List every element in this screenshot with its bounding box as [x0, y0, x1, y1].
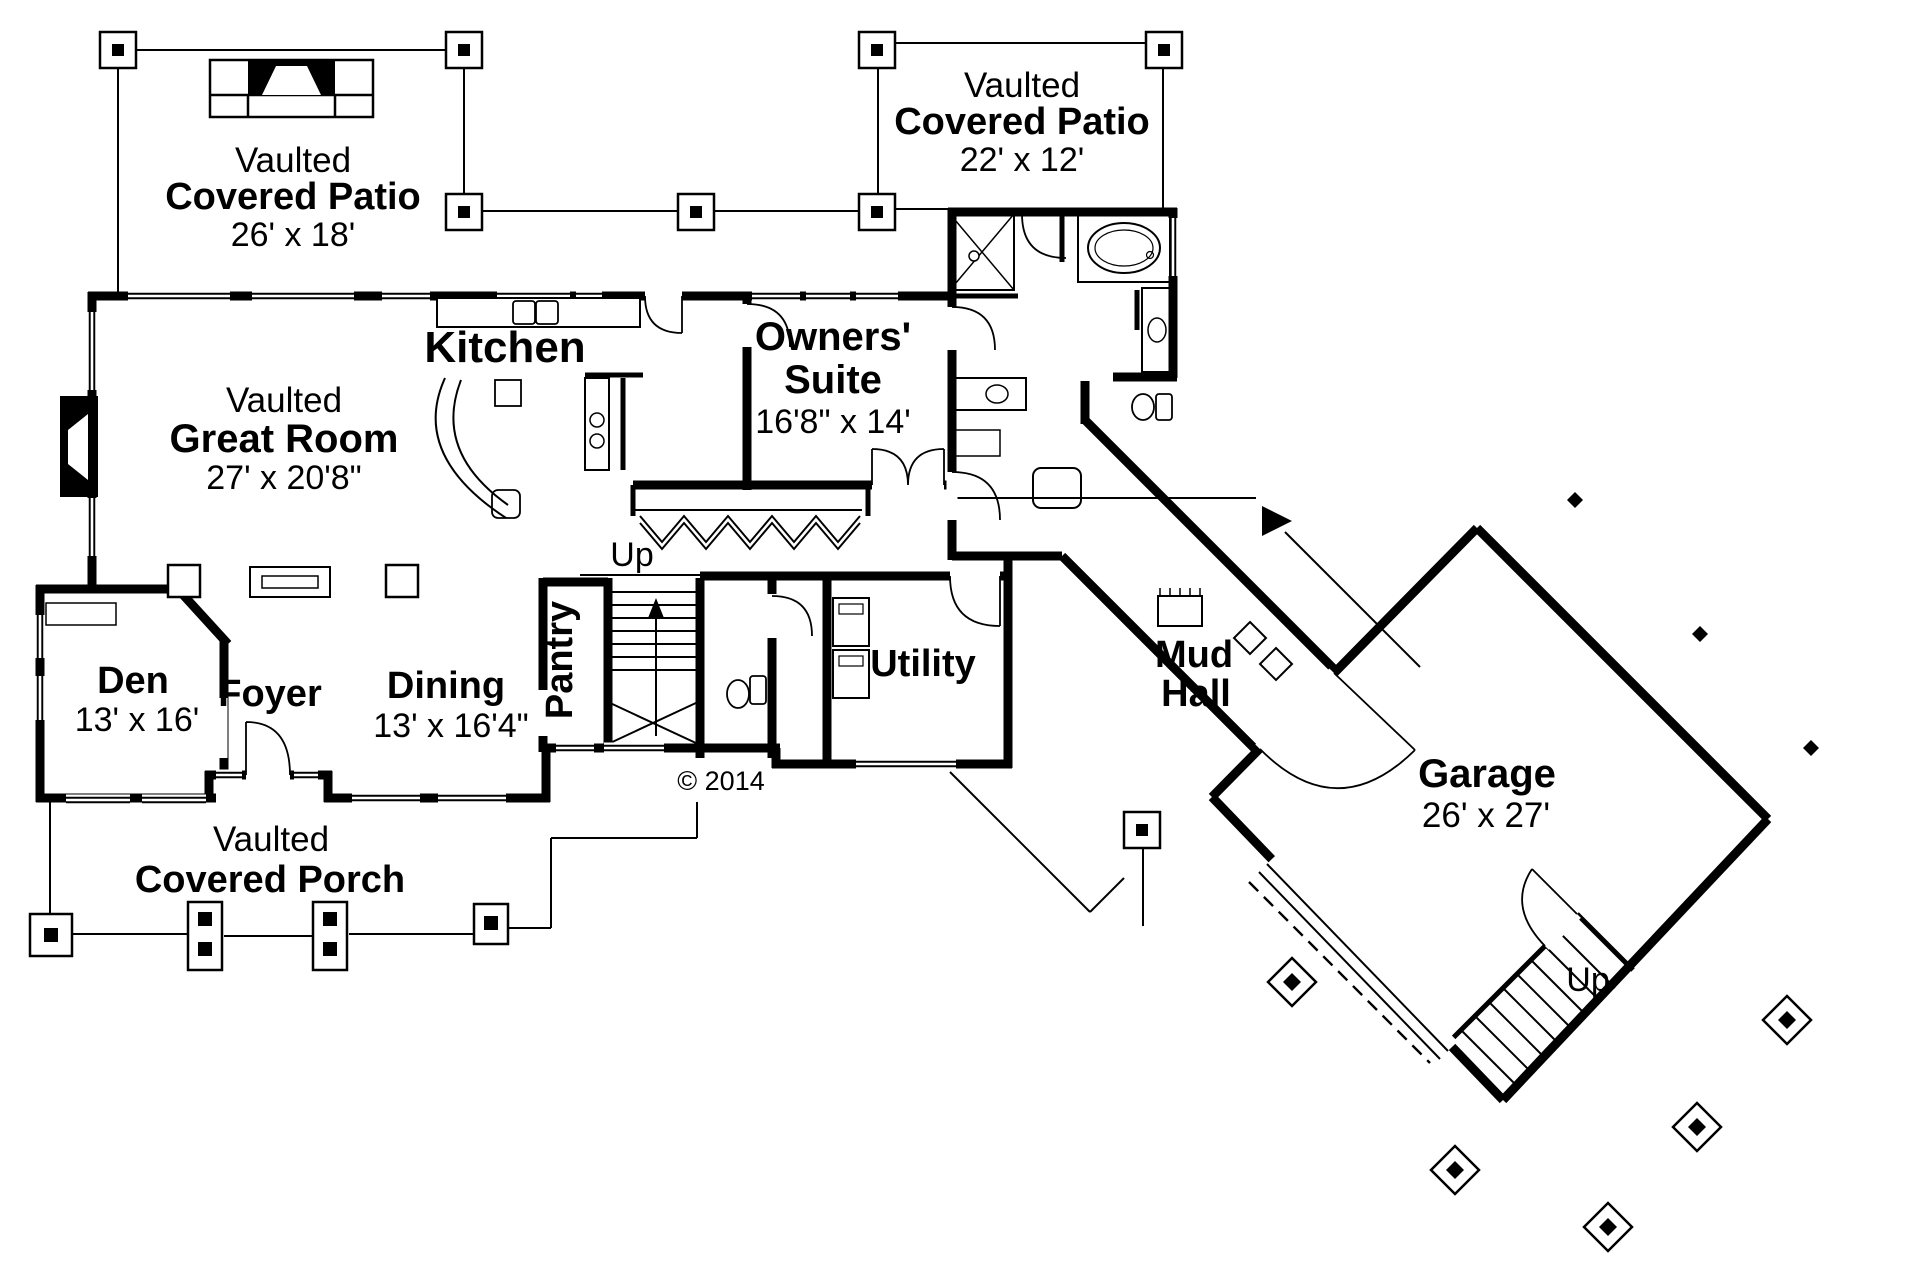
mud-hall-name1: Mud [1155, 634, 1233, 676]
patio-porch-outlines [49, 42, 1421, 937]
powder-toilet [726, 675, 767, 709]
folding-door-zigzag [639, 514, 861, 551]
dining-name: Dining [387, 665, 505, 707]
patio-left-name: Covered Patio [165, 176, 421, 218]
den-name: Den [97, 660, 169, 702]
kitchen-range [584, 377, 610, 471]
dining-dims: 13' x 16'4" [373, 707, 529, 745]
stairs-garage-up: Up [1566, 961, 1609, 999]
stair-treads-garage [1460, 931, 1616, 1087]
garage-dims: 26' x 27' [1422, 796, 1550, 835]
stair-direction-arrow [648, 598, 664, 736]
great-room-dims: 27' x 20'8" [206, 459, 362, 497]
patio-left-sub: Vaulted [235, 141, 351, 180]
patio-right-dims: 22' x 12' [960, 141, 1085, 179]
washer-dryer [832, 597, 870, 699]
great-room-name: Great Room [170, 417, 399, 461]
shower [949, 213, 1015, 291]
bathtub [1077, 213, 1171, 283]
owners-suite-name2: Suite [784, 358, 882, 402]
great-room-fireplace [60, 396, 98, 497]
diamond-posts [1266, 956, 1813, 1253]
bath-vanities [949, 287, 1175, 411]
kitchen-label: Kitchen [424, 323, 585, 372]
utility-name: Utility [870, 643, 976, 685]
kitchen-counter [436, 297, 641, 328]
patio-left-dims: 26' x 18' [231, 216, 356, 254]
copyright-text: © 2014 [677, 766, 764, 796]
mud-hall-name2: Hall [1161, 673, 1231, 715]
owners-suite-dims: 16'8" x 14' [755, 403, 911, 441]
mud-hall-bench [1157, 588, 1294, 682]
porch-patio-posts [28, 30, 1184, 972]
closet-shelves [45, 429, 1082, 626]
porch-name: Covered Porch [135, 859, 405, 901]
roof-post-markers [1567, 492, 1819, 756]
stairs-main-up: Up [610, 536, 653, 574]
great-room-sub: Vaulted [226, 381, 342, 420]
diamond-post-centers [1283, 973, 1796, 1236]
owners-suite-name1: Owners' [755, 315, 911, 359]
roofline-arrow-marker [1262, 506, 1292, 536]
foyer-name: Foyer [218, 673, 322, 715]
patio-fireplace [208, 58, 375, 119]
garage-name: Garage [1418, 752, 1556, 796]
den-dims: 13' x 16' [75, 701, 200, 739]
garage-overhead-door [1248, 863, 1449, 1064]
garage-door-openings [1255, 668, 1458, 1051]
windows [34, 218, 1179, 806]
bath-toilet [1131, 393, 1173, 421]
foyer-columns [166, 563, 420, 599]
porch-sub: Vaulted [213, 820, 329, 859]
kitchen-island [434, 377, 522, 519]
half-walls [585, 212, 1635, 1046]
pantry-name: Pantry [539, 601, 581, 719]
patio-right-name: Covered Patio [894, 101, 1150, 143]
patio-right-sub: Vaulted [964, 66, 1080, 105]
door-swings [245, 213, 1578, 947]
